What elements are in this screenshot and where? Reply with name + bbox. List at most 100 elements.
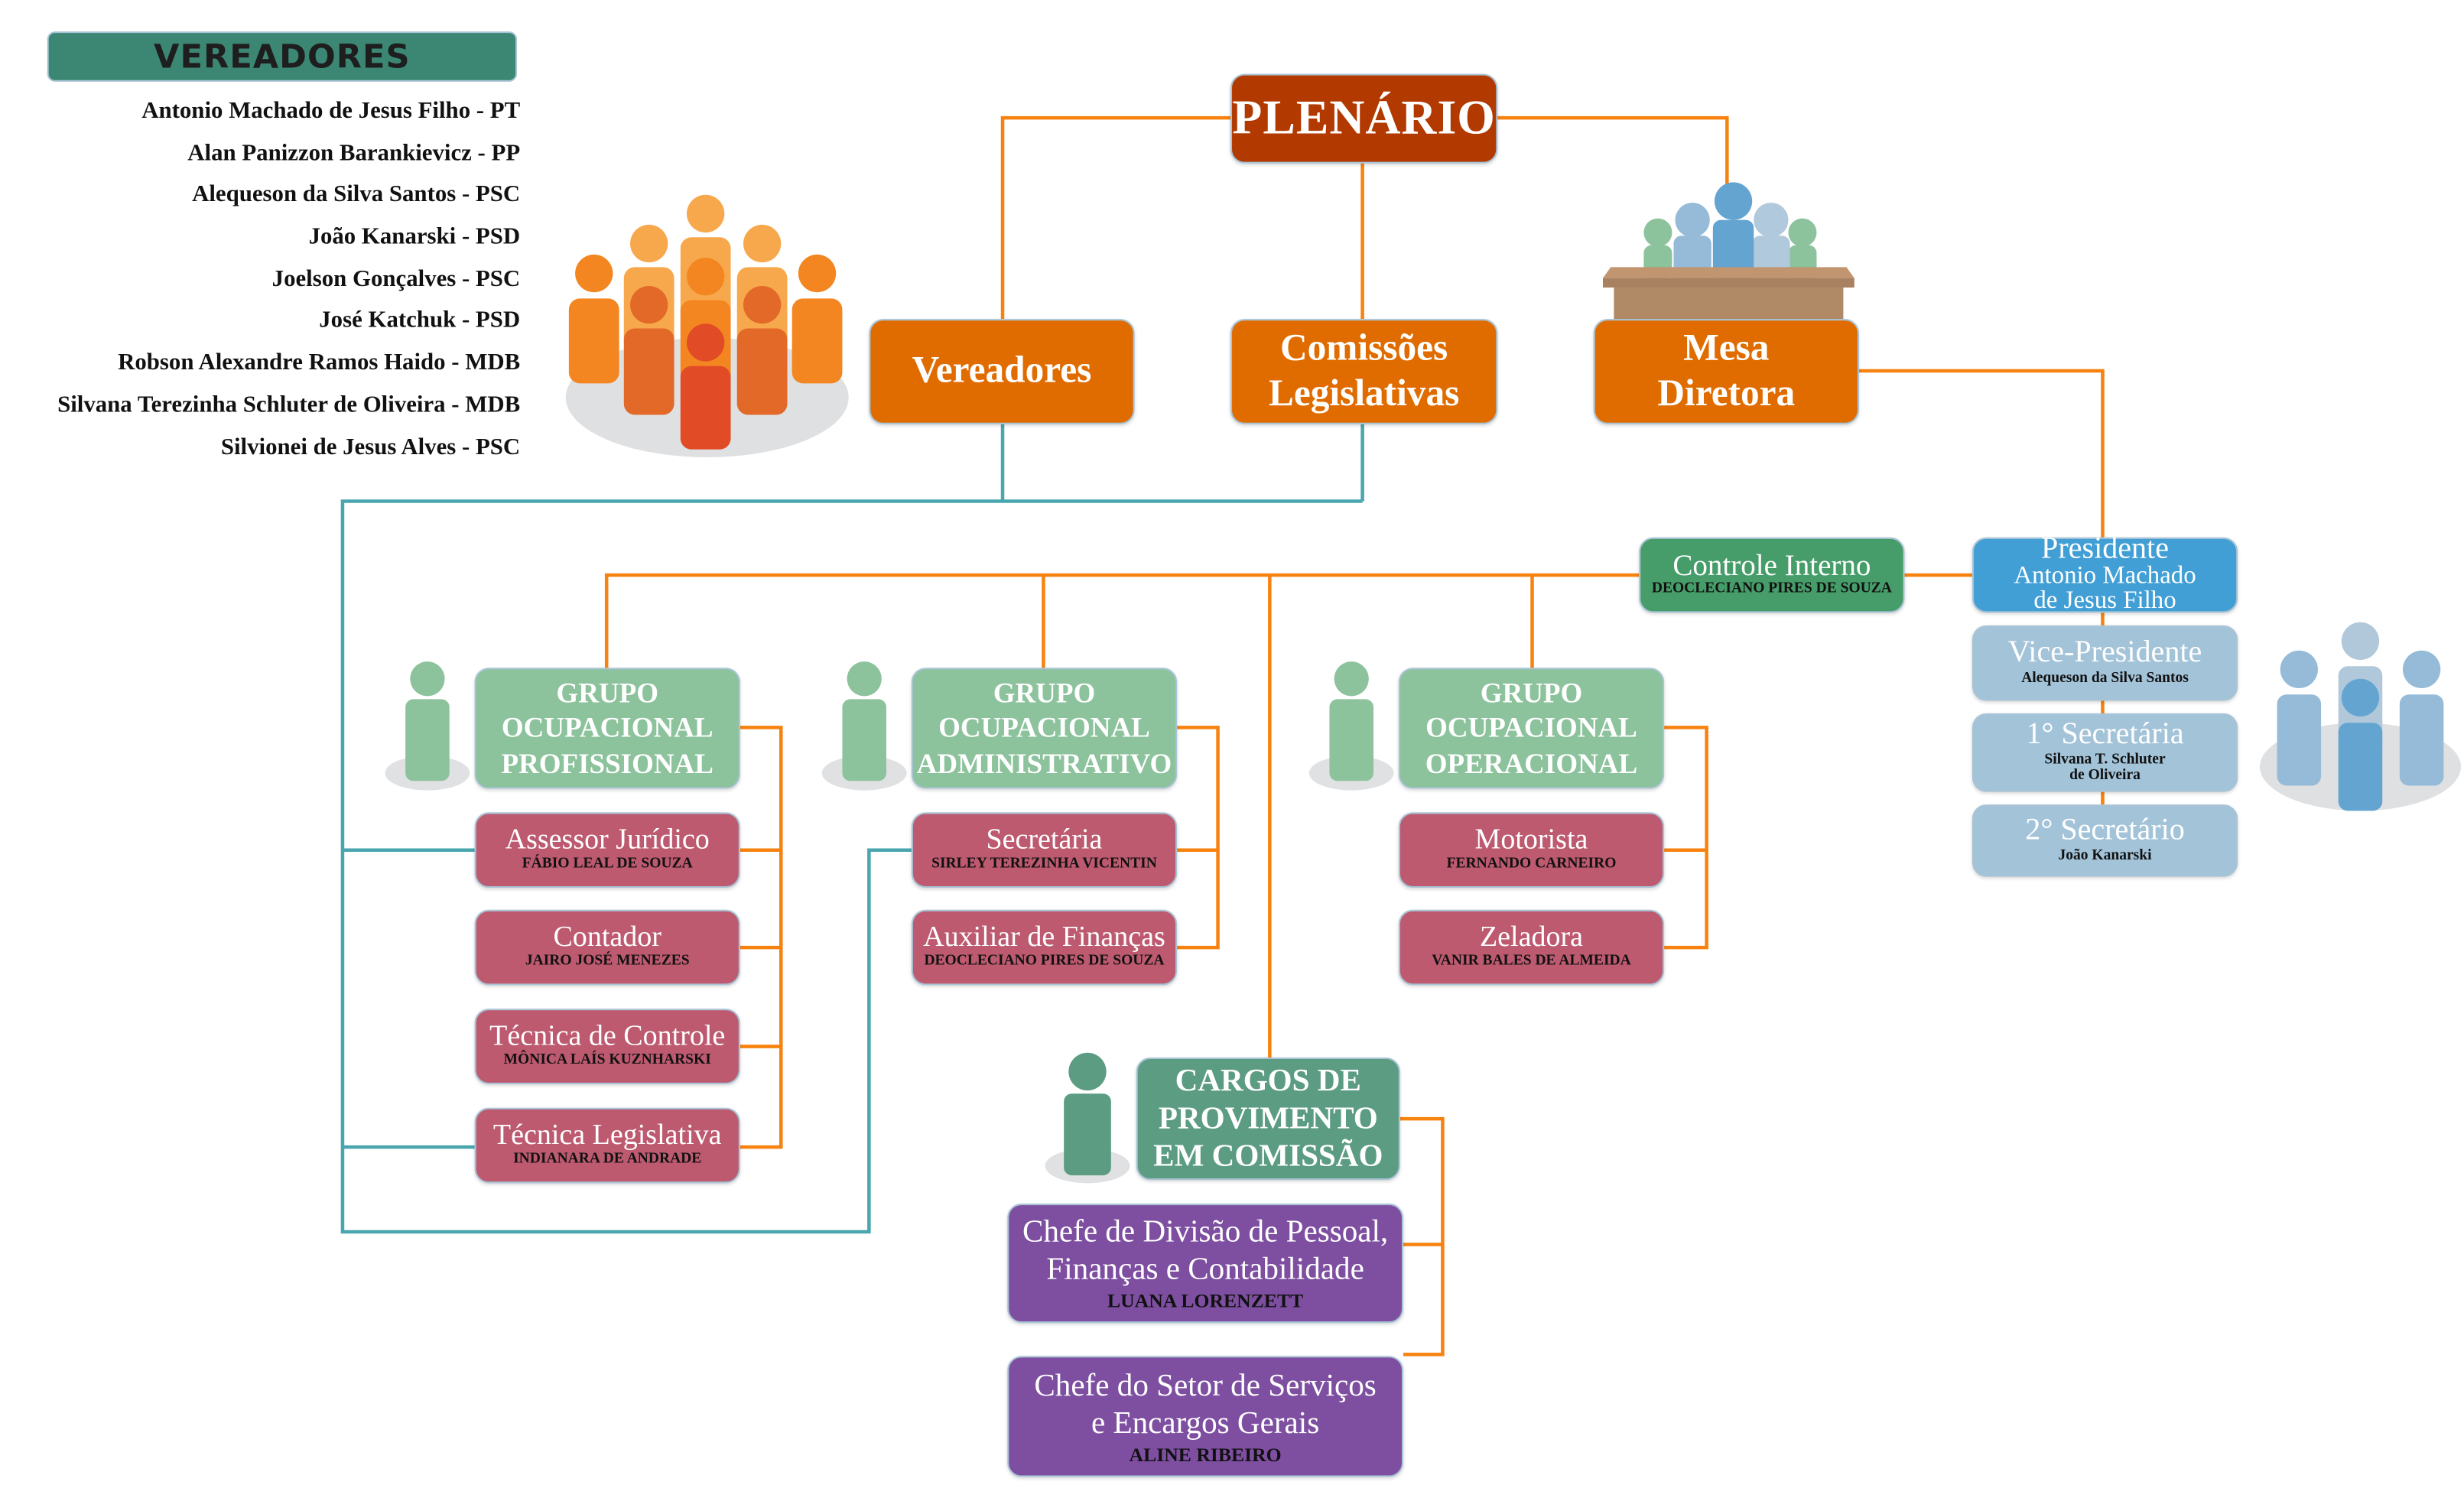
role-box-tecnica-legislativa[interactable]: Técnica Legislativa INDIANARA DE ANDRADE [474, 1107, 740, 1184]
member-title: Presidente [2041, 532, 2169, 566]
mesa-members-icon [2259, 622, 2461, 811]
vereador-item: Silvana Terezinha Schluter de Oliveira -… [57, 392, 521, 418]
person-icon [821, 661, 907, 791]
controle-interno-title: Controle Interno [1672, 549, 1871, 583]
vereador-item: Silvionei de Jesus Alves - PSC [220, 434, 521, 460]
group-header-line: PROFISSIONAL [501, 747, 714, 779]
grupo-administrativo-header[interactable]: GRUPO OCUPACIONAL ADMINISTRATIVO [911, 668, 1178, 789]
controle-interno-box[interactable]: Controle Interno DEOCLECIANO PIRES DE SO… [1639, 537, 1905, 613]
group-header-line: GRUPO [556, 677, 659, 709]
role-title: Auxiliar de Finanças [923, 921, 1165, 954]
role-person: SIRLEY TEREZINHA VICENTIN [931, 856, 1157, 872]
vereador-item: Robson Alexandre Ramos Haido - MDB [118, 350, 521, 376]
role-box-auxiliar-financas[interactable]: Auxiliar de Finanças DEOCLECIANO PIRES D… [911, 909, 1178, 986]
person-icon [385, 661, 470, 791]
cargos-header-line: EM COMISSÃO [1153, 1139, 1383, 1174]
connector-bus-profissional [604, 573, 1640, 668]
member-name: Silvana T. Schluter [2044, 752, 2166, 768]
member-title: 2° Secretário [2025, 814, 2185, 848]
member-name: Antonio Machado [2014, 563, 2196, 590]
person-icon [1308, 661, 1394, 791]
member-title: 1° Secretária [2026, 718, 2184, 752]
comissoes-label-line1: Comissões [1280, 327, 1448, 369]
teal-connectors [340, 424, 1364, 1234]
group-header-line: OPERACIONAL [1425, 747, 1638, 779]
person-icon [1045, 1052, 1130, 1184]
orange-connectors [604, 115, 2105, 1356]
cargo-person: ALINE RIBEIRO [1129, 1444, 1282, 1467]
role-box-zeladora[interactable]: Zeladora VANIR BALES DE ALMEIDA [1398, 909, 1665, 986]
member-name: João Kanarski [2058, 848, 2152, 864]
grupo-operacional-header[interactable]: GRUPO OCUPACIONAL OPERACIONAL [1398, 668, 1665, 789]
crowd-icon [565, 194, 849, 457]
group-header-line: OCUPACIONAL [938, 712, 1150, 744]
bracket-profissional [740, 726, 783, 1149]
vereador-item: Alan Panizzon Barankievicz - PP [187, 141, 521, 167]
presidente-box[interactable]: Presidente Antonio Machado de Jesus Filh… [1972, 533, 2238, 615]
vereadores-box[interactable]: Vereadores [869, 319, 1135, 424]
vereadores-panel-title: VEREADORES [47, 31, 518, 82]
cargo-box-chefe-setor-servicos[interactable]: Chefe do Setor de Serviços e Encargos Ge… [1007, 1356, 1404, 1477]
bracket-operacional [1664, 726, 1708, 950]
member-name-line2: de Oliveira [2069, 768, 2141, 784]
role-person: FÁBIO LEAL DE SOUZA [522, 856, 693, 872]
role-box-tecnica-controle[interactable]: Técnica de Controle MÔNICA LAÍS KUZNHARS… [474, 1009, 740, 1084]
role-title: Contador [553, 921, 662, 954]
role-box-motorista[interactable]: Motorista FERNANDO CARNEIRO [1398, 812, 1665, 889]
role-box-secretaria[interactable]: Secretária SIRLEY TEREZINHA VICENTIN [911, 812, 1178, 889]
cargo-title-line1: Chefe do Setor de Serviços [1034, 1368, 1377, 1403]
connector-plenario-vereadores [1000, 115, 1230, 320]
role-person: DEOCLECIANO PIRES DE SOUZA [924, 954, 1165, 970]
vereadores-list: Antonio Machado de Jesus Filho - PT Alan… [0, 91, 520, 469]
role-title: Técnica de Controle [489, 1021, 726, 1053]
role-box-assessor-juridico[interactable]: Assessor Jurídico FÁBIO LEAL DE SOUZA [474, 812, 740, 889]
plenario-label: PLENÁRIO [1232, 89, 1496, 145]
group-header-line: GRUPO [1480, 677, 1583, 709]
role-title: Secretária [986, 824, 1103, 856]
vereador-item: Alequeson da Silva Santos - PSC [192, 183, 521, 209]
group-header-line: ADMINISTRATIVO [916, 747, 1172, 779]
role-title: Técnica Legislativa [492, 1119, 722, 1152]
group-header-line: OCUPACIONAL [501, 712, 714, 744]
connector-plenario-mesa [1496, 115, 1729, 189]
role-person: JAIRO JOSÉ MENEZES [525, 954, 690, 970]
member-name-line2: de Jesus Filho [2033, 588, 2176, 615]
role-title: Motorista [1474, 824, 1588, 856]
cargos-header-line: PROVIMENTO [1158, 1101, 1378, 1136]
role-title: Assessor Jurídico [505, 824, 710, 856]
group-header-line: OCUPACIONAL [1425, 712, 1637, 744]
bracket-cargos [1399, 1116, 1445, 1356]
primeira-secretaria-box[interactable]: 1° Secretária Silvana T. Schluter de Oli… [1972, 713, 2238, 792]
segundo-secretario-box[interactable]: 2° Secretário João Kanarski [1972, 804, 2238, 877]
cargos-header-line: CARGOS DE [1175, 1064, 1361, 1099]
cargo-title-line2: e Encargos Gerais [1091, 1406, 1320, 1441]
role-box-contador[interactable]: Contador JAIRO JOSÉ MENEZES [474, 909, 740, 986]
controle-interno-name: DEOCLECIANO PIRES DE SOUZA [1651, 582, 1892, 598]
comissoes-label-line2: Legislativas [1268, 373, 1460, 414]
cargo-title-line1: Chefe de Divisão de Pessoal, [1022, 1215, 1389, 1250]
vice-presidente-box[interactable]: Vice-Presidente Alequeson da Silva Santo… [1972, 625, 2238, 701]
role-title: Zeladora [1479, 921, 1584, 954]
member-title: Vice-Presidente [2007, 636, 2202, 670]
mesa-diretora-box[interactable]: Mesa Diretora [1593, 319, 1859, 424]
grupo-profissional-header[interactable]: GRUPO OCUPACIONAL PROFISSIONAL [474, 668, 740, 789]
bracket-administrativo [1177, 726, 1220, 950]
mesa-label-line2: Diretora [1657, 373, 1796, 414]
role-person: VANIR BALES DE ALMEIDA [1432, 954, 1631, 970]
cargo-person: LUANA LORENZETT [1107, 1290, 1304, 1313]
role-person: MÔNICA LAÍS KUZNHARSKI [503, 1053, 711, 1069]
plenario-box[interactable]: PLENÁRIO [1230, 73, 1498, 164]
vereador-item: Antonio Machado de Jesus Filho - PT [141, 99, 521, 125]
person-shapes [568, 194, 843, 450]
cargo-title-line2: Finanças e Contabilidade [1046, 1252, 1364, 1288]
vereadores-label: Vereadores [912, 350, 1092, 391]
comissoes-box[interactable]: Comissões Legislativas [1230, 319, 1498, 424]
vereador-item: Joelson Gonçalves - PSC [271, 266, 521, 292]
cargo-box-chefe-divisao-pessoal[interactable]: Chefe de Divisão de Pessoal, Finanças e … [1007, 1204, 1404, 1324]
vereador-item: José Katchuk - PSD [319, 308, 521, 334]
group-header-line: GRUPO [993, 677, 1096, 709]
cargos-provimento-header[interactable]: CARGOS DE PROVIMENTO EM COMISSÃO [1136, 1057, 1400, 1181]
vereador-item: João Kanarski - PSD [308, 224, 521, 250]
podium-icon [1602, 182, 1855, 326]
